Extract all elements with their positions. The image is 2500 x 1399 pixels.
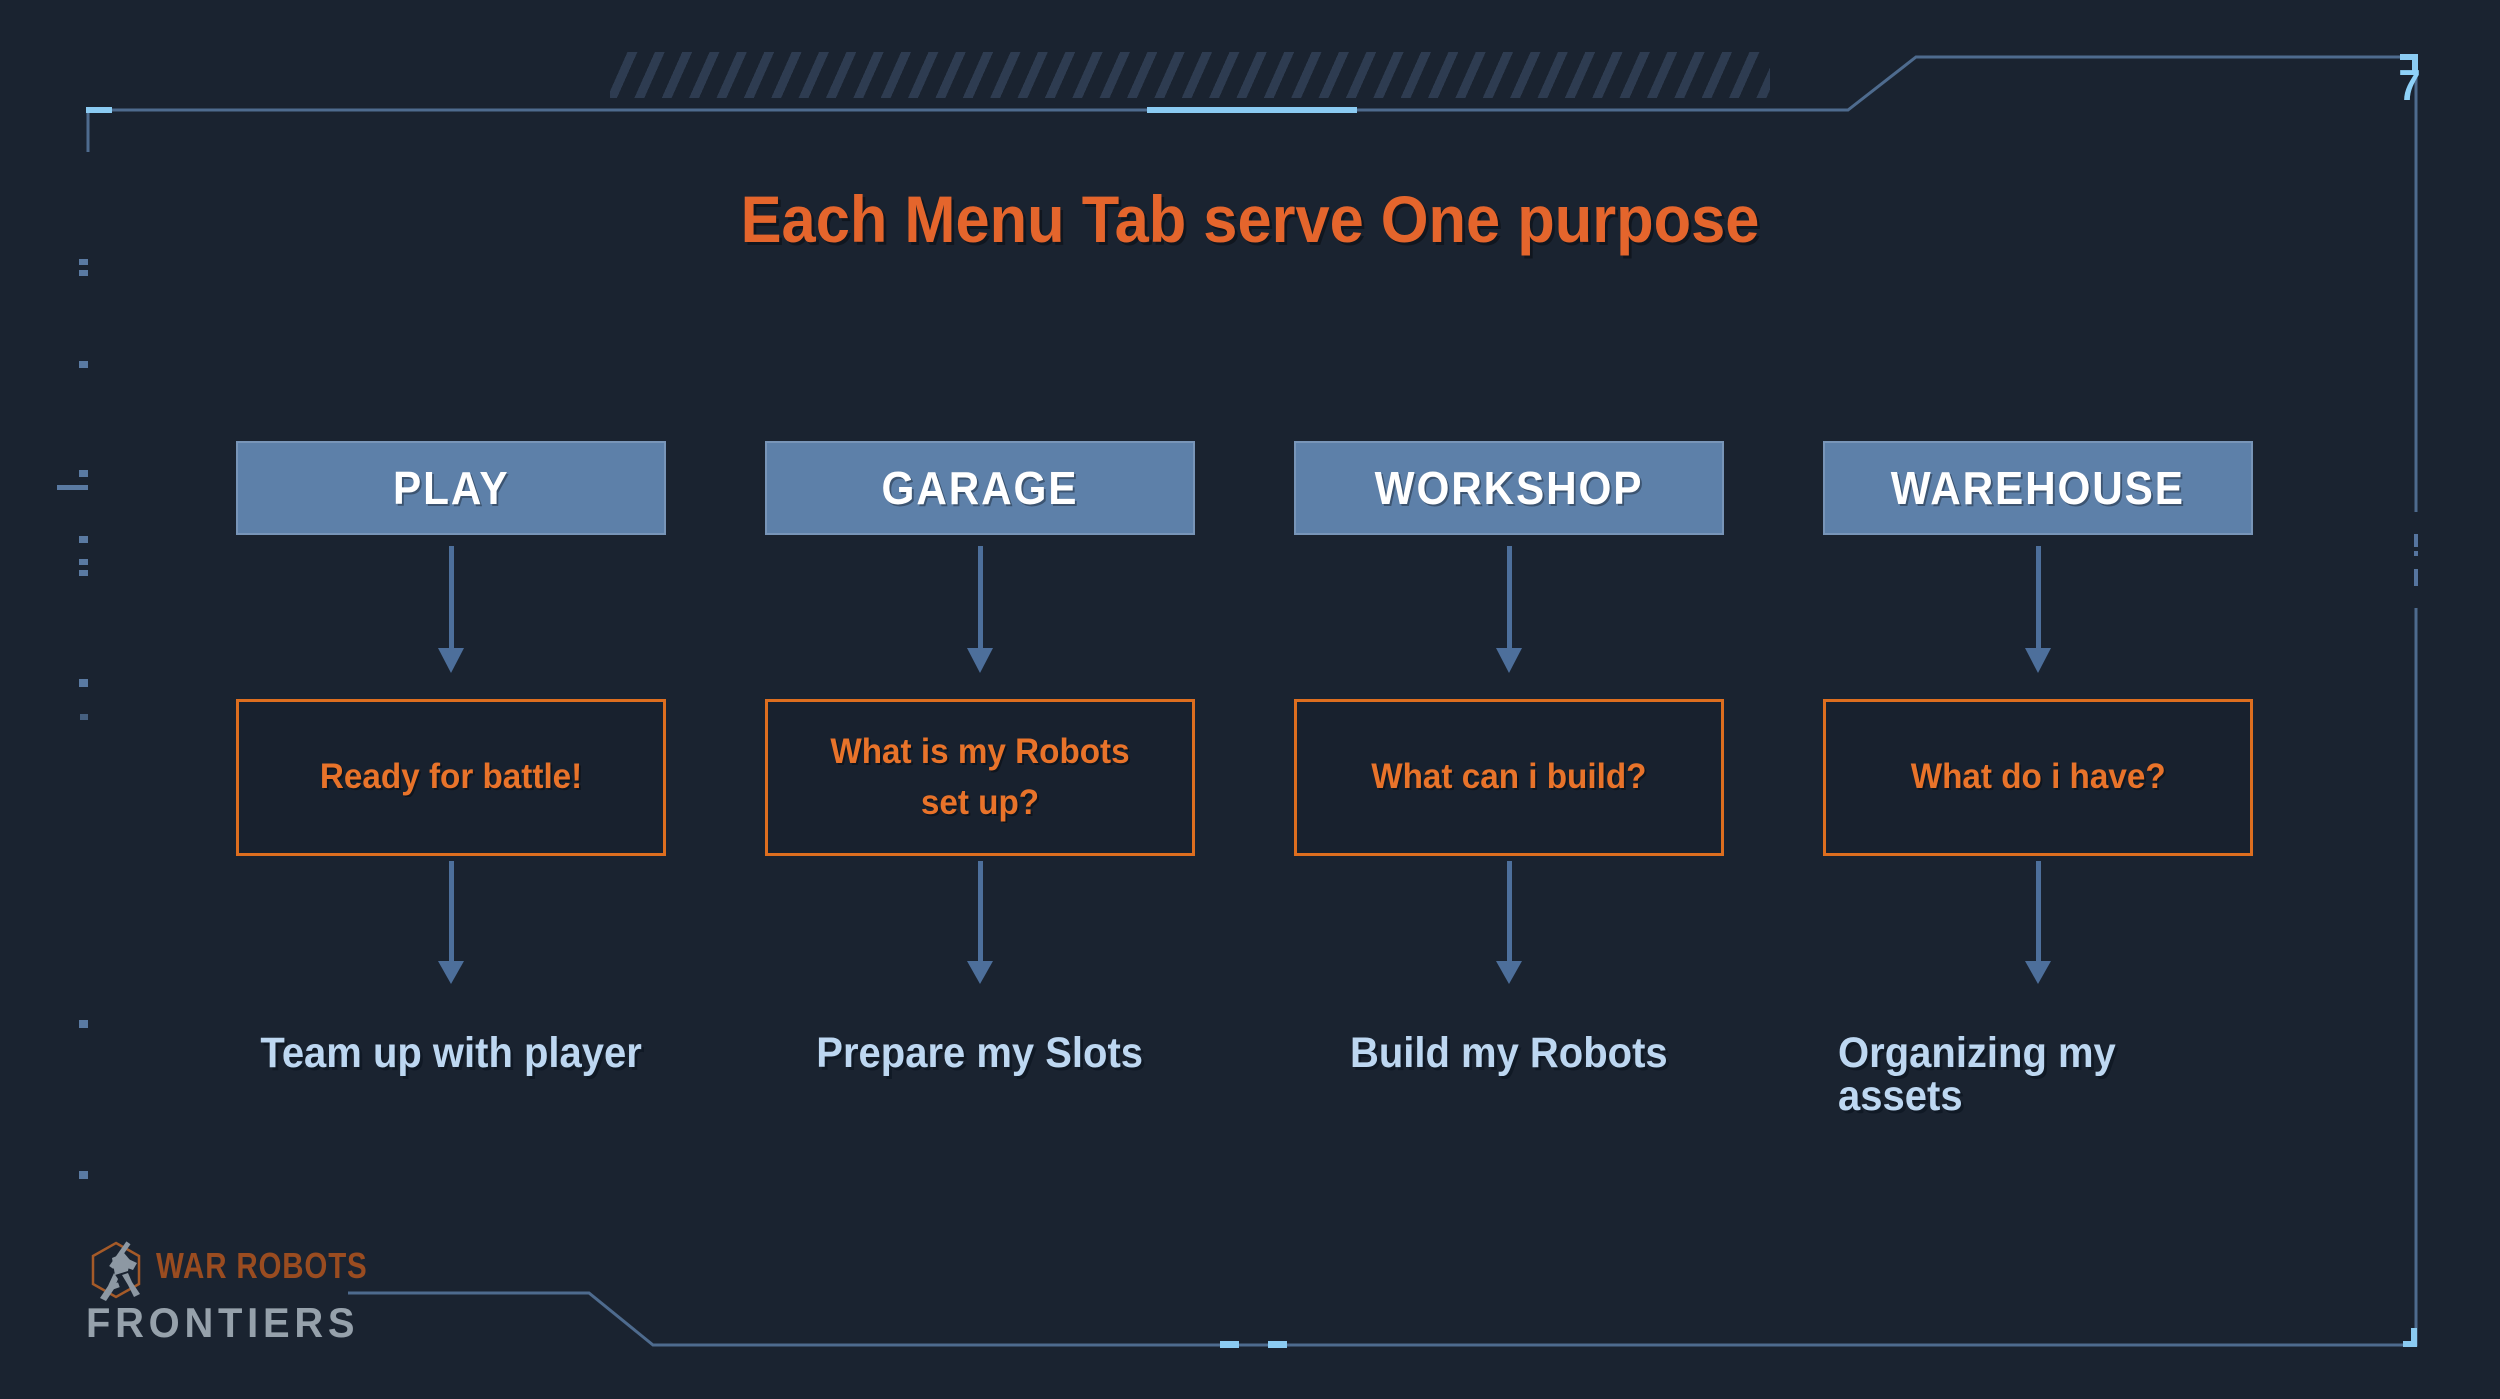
arrow-down-icon (967, 861, 993, 984)
column-workshop: WORKSHOP What can i build? Build my Robo… (1294, 441, 1724, 1118)
purpose-label-garage: Prepare my Slots (816, 1029, 1144, 1077)
question-label: Ready for battle! (319, 757, 583, 797)
tab-label: PLAY (392, 462, 510, 514)
hazard-stripes-icon (610, 52, 1770, 98)
question-label: What can i build? (1371, 757, 1647, 797)
tick-marks (57, 259, 88, 1179)
tab-workshop: WORKSHOP (1294, 441, 1724, 535)
arrow-down-icon (438, 861, 464, 984)
tab-label: GARAGE (881, 462, 1079, 514)
brand-frontiers: FRONTIERS (86, 1299, 360, 1346)
arrow-down-icon (1496, 546, 1522, 673)
purpose-label-play: Team up with player (260, 1029, 642, 1077)
question-label: What do i have? (1910, 757, 2166, 797)
purpose-label-warehouse: Organizing my assets (1838, 1029, 2116, 1120)
tab-garage: GARAGE (765, 441, 1195, 535)
column-play: PLAY Ready for battle! Team up with play… (236, 441, 666, 1118)
question-box-workshop: What can i build? (1294, 699, 1724, 856)
tab-label: WAREHOUSE (1890, 462, 2186, 514)
tab-label: WORKSHOP (1374, 462, 1644, 514)
question-box-play: Ready for battle! (236, 699, 666, 856)
tab-play: PLAY (236, 441, 666, 535)
war-robots-emblem-icon (91, 1241, 141, 1301)
arrow-down-icon (438, 546, 464, 673)
question-box-warehouse: What do i have? (1823, 699, 2253, 856)
page-title: Each Menu Tab serve One purpose (740, 182, 1760, 256)
arrow-down-icon (2025, 861, 2051, 984)
tab-warehouse: WAREHOUSE (1823, 441, 2253, 535)
arrow-down-icon (2025, 546, 2051, 673)
page-number: 7 (2397, 61, 2420, 110)
menu-columns: PLAY Ready for battle! Team up with play… (236, 441, 2253, 1118)
column-warehouse: WAREHOUSE What do i have? Organizing my … (1823, 441, 2253, 1118)
question-box-garage: What is my Robots set up? (765, 699, 1195, 856)
brand-war-robots: WAR ROBOTS (156, 1245, 368, 1286)
brand-logo: WAR ROBOTS FRONTIERS (86, 1238, 506, 1358)
column-garage: GARAGE What is my Robots set up? Prepare… (765, 441, 1195, 1118)
arrow-down-icon (1496, 861, 1522, 984)
purpose-label-workshop: Build my Robots (1350, 1029, 1668, 1077)
arrow-down-icon (967, 546, 993, 673)
question-label: What is my Robots set up? (830, 731, 1130, 822)
